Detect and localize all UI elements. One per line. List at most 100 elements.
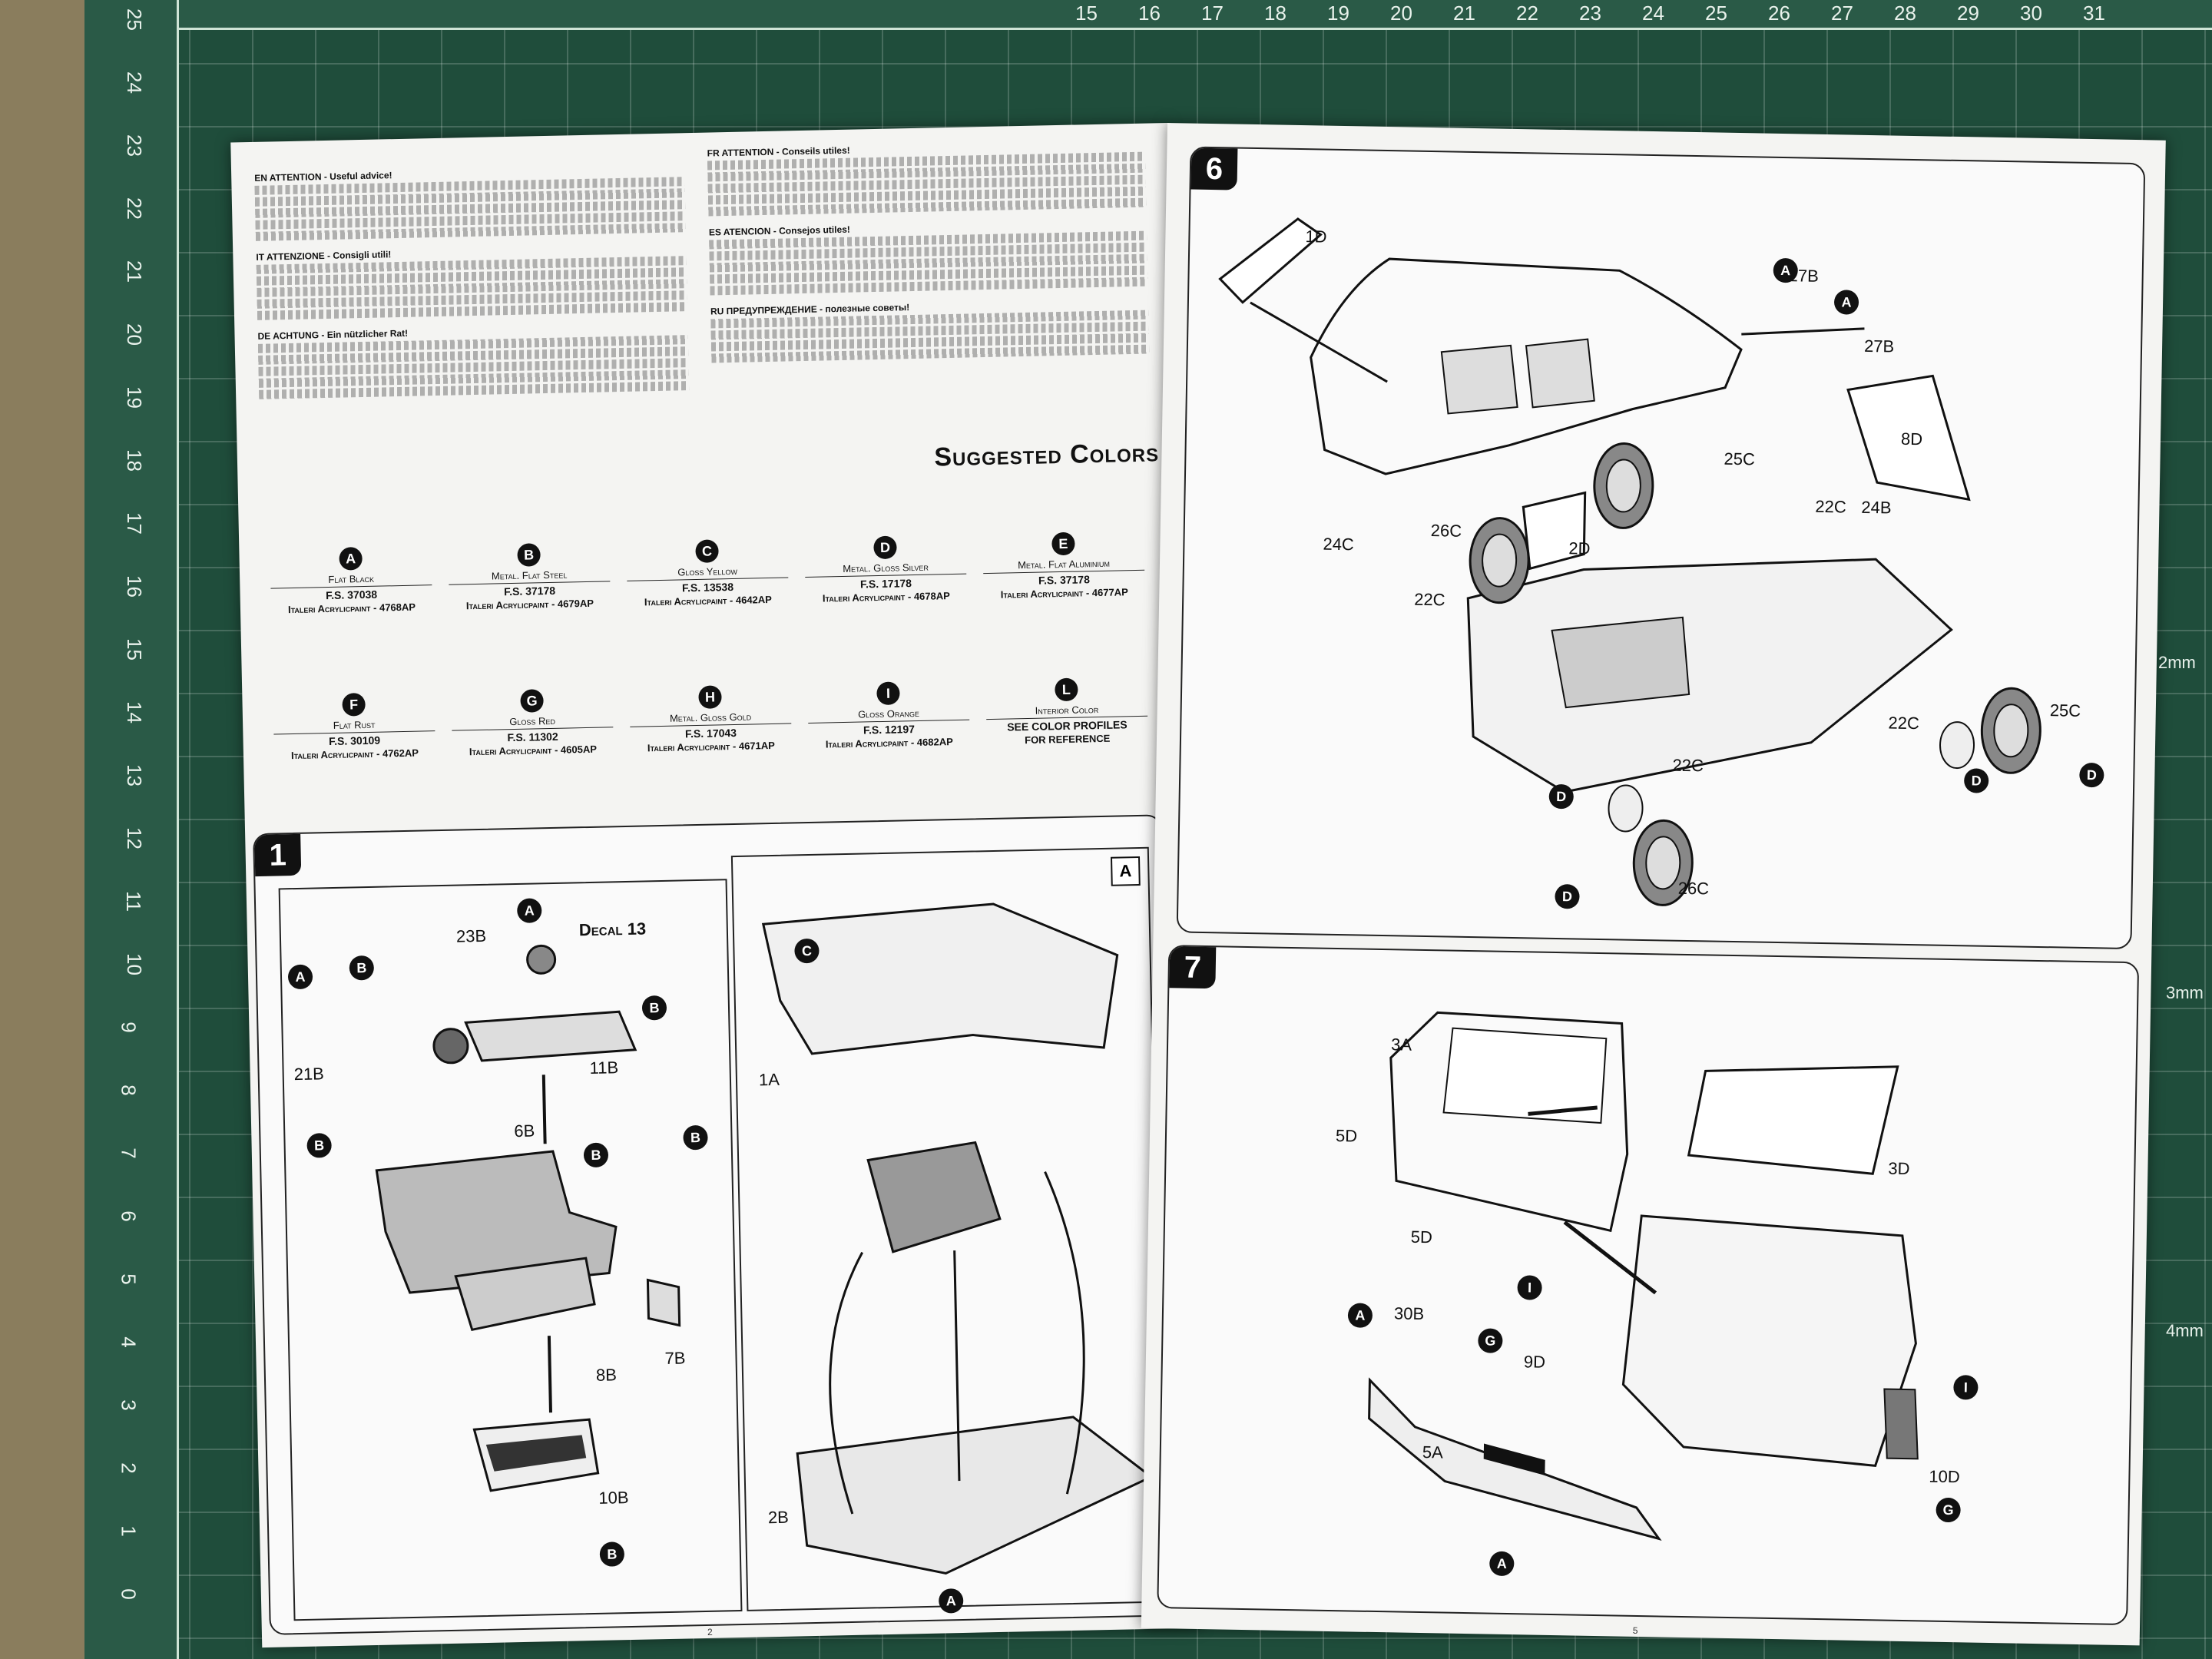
ruler-tick-label: 29 xyxy=(1957,2,1979,25)
ruler-tick-label: 23 xyxy=(122,134,146,157)
color-fs-code: SEE COLOR PROFILES xyxy=(1007,718,1128,733)
color-paint-code: Italeri Acrylicpaint - 4677AP xyxy=(1000,586,1128,601)
part-label: 26C xyxy=(1430,521,1462,541)
part-label: 25C xyxy=(1724,449,1756,469)
part-label: 2D xyxy=(1568,538,1591,558)
color-paint-code: Italeri Acrylicpaint - 4605AP xyxy=(469,743,598,758)
part-label: 3D xyxy=(1888,1158,1910,1179)
color-fs-code: F.S. 37178 xyxy=(503,584,556,598)
page-number-right: 5 xyxy=(1632,1624,1638,1636)
part-label: 2B xyxy=(767,1507,790,1528)
part-label: 5D xyxy=(1410,1227,1433,1247)
color-fs-code: F.S. 11302 xyxy=(507,730,558,744)
ruler-tick-label: 14 xyxy=(122,701,146,724)
ruler-tick-label: 0 xyxy=(117,1588,141,1600)
ruler-tick-label: 26 xyxy=(1768,2,1790,25)
part-label: 22C xyxy=(1672,755,1704,776)
ruler-tick-label: 6 xyxy=(117,1210,141,1222)
part-label: 8D xyxy=(1900,429,1923,449)
color-letter: A xyxy=(339,547,363,571)
color-fs-code: F.S. 13538 xyxy=(681,580,734,594)
color-letter: B xyxy=(517,543,541,567)
part-label: 10B xyxy=(598,1488,629,1508)
step-6-drawings xyxy=(1218,217,2041,906)
intro-text-fr: FR ATTENTION - Conseils utiles! ES ATENC… xyxy=(707,139,1150,366)
ruler-tick-label: 31 xyxy=(2083,2,2105,25)
color-name: Interior Color xyxy=(985,702,1148,720)
ruler-tick-label: 21 xyxy=(122,260,146,283)
color-name: Gloss Yellow xyxy=(626,564,789,581)
ruler-tick-label: 25 xyxy=(122,8,146,31)
ruler-tick-label: 24 xyxy=(1642,2,1664,25)
color-fs-code: F.S. 17043 xyxy=(684,726,737,740)
color-letter: E xyxy=(1051,531,1075,556)
page-number-left: 2 xyxy=(707,1626,713,1637)
part-label: 7B xyxy=(664,1348,686,1369)
suggested-colors-title: Suggested Colors xyxy=(933,438,1160,472)
color-paint-code: Italeri Acrylicpaint - 4678AP xyxy=(822,590,950,604)
ruler-tick-label: 24 xyxy=(122,71,146,94)
color-fs-code: F.S. 30109 xyxy=(328,733,381,748)
color-paint-code: Italeri Acrylicpaint - 4762AP xyxy=(290,747,419,762)
part-label: 10D xyxy=(1929,1466,1960,1487)
step-1-panel: 1 A Decal 13 xyxy=(253,814,1179,1635)
color-paint-code: FOR REFERENCE xyxy=(1025,732,1111,747)
color-letter: G xyxy=(520,689,544,713)
ruler-tick-label: 8 xyxy=(117,1084,141,1096)
ruler-tick-label: 12 xyxy=(122,827,146,849)
right-page: 6 xyxy=(1141,123,2166,1646)
color-name: Flat Rust xyxy=(273,717,435,735)
color-paint-code: Italeri Acrylicpaint - 4642AP xyxy=(644,593,773,608)
part-label: 21B xyxy=(293,1064,325,1084)
color-name: Metal. Gloss Gold xyxy=(629,710,792,727)
part-label: 27B xyxy=(1863,336,1895,356)
part-label: 8B xyxy=(595,1365,618,1385)
color-name: Metal. Flat Aluminium xyxy=(982,556,1145,575)
step-7-drawings xyxy=(1368,1011,1919,1541)
color-paint-code: Italeri Acrylicpaint - 4768AP xyxy=(287,601,416,616)
part-label: 24C xyxy=(1323,534,1355,555)
ruler-tick-label: 18 xyxy=(122,449,146,472)
part-label: 1D xyxy=(1305,227,1327,247)
ruler-tick-label: 25 xyxy=(1705,2,1727,25)
color-paint-code: Italeri Acrylicpaint - 4679AP xyxy=(465,597,594,612)
part-label: 30B xyxy=(1393,1303,1425,1324)
ruler-tick-label: 9 xyxy=(117,1022,141,1033)
color-letter: C xyxy=(695,539,719,563)
mat-label: 3mm xyxy=(2166,983,2204,1002)
part-label: 5D xyxy=(1335,1126,1358,1146)
color-name: Gloss Red xyxy=(451,714,614,731)
part-label: 23B xyxy=(455,926,487,946)
ruler-tick-label: 17 xyxy=(1201,2,1224,25)
color-fs-code: F.S. 17178 xyxy=(859,577,912,591)
ruler-tick-label: 22 xyxy=(122,197,146,220)
intro-text-en: EN ATTENTION - Useful advice! IT ATTENZI… xyxy=(254,164,690,402)
ruler-tick-label: 2 xyxy=(117,1462,141,1474)
left-page: EN ATTENTION - Useful advice! IT ATTENZI… xyxy=(230,123,1200,1648)
ruler-tick-label: 21 xyxy=(1453,2,1475,25)
step-7-panel: 7 3A 5D 5D 3D 30B 9D 5A xyxy=(1157,945,2140,1626)
ruler-tick-label: 7 xyxy=(117,1147,141,1159)
color-fs-code: F.S. 37038 xyxy=(326,588,378,602)
mat-label: 4mm xyxy=(2166,1321,2204,1340)
ruler-tick-label: 27 xyxy=(1831,2,1853,25)
color-name: Metal. Gloss Silver xyxy=(804,560,967,578)
ruler-tick-label: 28 xyxy=(1894,2,1916,25)
part-label: 24B xyxy=(1861,497,1892,518)
ruler-tick-label: 13 xyxy=(122,764,146,786)
color-letter: L xyxy=(1055,677,1078,702)
ruler-tick-label: 20 xyxy=(1390,2,1412,25)
color-letter: I xyxy=(876,681,900,706)
ruler-tick-label: 5 xyxy=(117,1273,141,1285)
color-name: Gloss Orange xyxy=(807,706,970,724)
ruler-tick-label: 19 xyxy=(122,386,146,409)
color-fs-code: F.S. 12197 xyxy=(863,723,916,737)
